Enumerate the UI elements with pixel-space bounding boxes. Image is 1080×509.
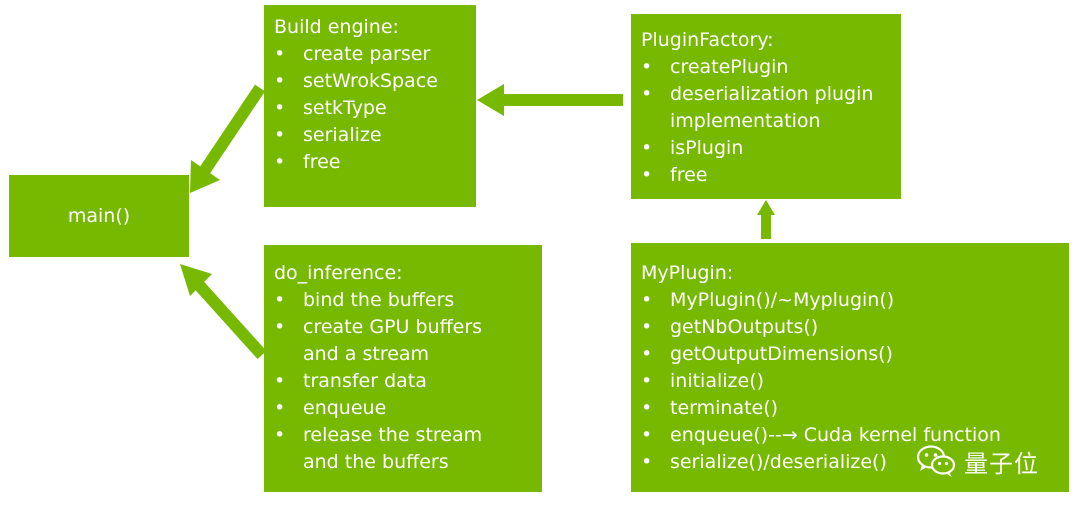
list-item: enqueue()--→ Cuda kernel function bbox=[641, 422, 1059, 449]
list-item: initialize() bbox=[641, 368, 1059, 395]
build-engine-box: Build engine: create parser setWrokSpace… bbox=[264, 5, 476, 207]
list-item: getOutputDimensions() bbox=[641, 341, 1059, 368]
list-item: isPlugin bbox=[641, 135, 891, 162]
my-plugin-box: MyPlugin: MyPlugin()/~Myplugin() getNbOu… bbox=[631, 243, 1069, 492]
list-item-continuation: and a stream bbox=[303, 343, 430, 365]
main-box: main() bbox=[9, 175, 189, 257]
main-label: main() bbox=[67, 205, 131, 227]
my-plugin-list: MyPlugin()/~Myplugin() getNbOutputs() ge… bbox=[641, 287, 1059, 476]
my-plugin-title: MyPlugin: bbox=[641, 262, 734, 284]
list-item: serialize()/deserialize() bbox=[641, 449, 1059, 476]
list-item: deserialization plugin bbox=[641, 81, 891, 108]
plugin-factory-title: PluginFactory: bbox=[641, 29, 774, 51]
wechat-icon bbox=[916, 445, 956, 477]
list-item-continuation: and the buffers bbox=[303, 451, 449, 473]
do-inference-title: do_inference: bbox=[274, 262, 403, 284]
build-engine-list: create parser setWrokSpace setkType seri… bbox=[274, 41, 466, 176]
list-item: MyPlugin()/~Myplugin() bbox=[641, 287, 1059, 314]
list-item: free bbox=[274, 149, 466, 176]
arrow-inference-to-main bbox=[180, 264, 267, 360]
build-engine-title: Build engine: bbox=[274, 16, 399, 38]
arrow-factory-to-build bbox=[477, 84, 623, 116]
list-item: transfer data bbox=[274, 368, 532, 395]
list-item: enqueue bbox=[274, 395, 532, 422]
watermark-text: 量子位 bbox=[964, 449, 1039, 478]
list-item: bind the buffers bbox=[274, 287, 532, 314]
list-item: serialize bbox=[274, 122, 466, 149]
list-item: create parser bbox=[274, 41, 466, 68]
list-item-continuation: implementation bbox=[670, 110, 821, 132]
list-item: create GPU buffers bbox=[274, 314, 532, 341]
list-item: release the stream bbox=[274, 422, 532, 449]
list-item: terminate() bbox=[641, 395, 1059, 422]
list-item: free bbox=[641, 162, 891, 189]
arrow-build-to-main bbox=[190, 84, 265, 193]
plugin-factory-list: createPlugin deserialization plugin impl… bbox=[641, 54, 891, 189]
list-item: setkType bbox=[274, 95, 466, 122]
list-item: createPlugin bbox=[641, 54, 891, 81]
plugin-factory-box: PluginFactory: createPlugin deserializat… bbox=[631, 14, 901, 199]
list-item: getNbOutputs() bbox=[641, 314, 1059, 341]
arrow-plugin-to-factory bbox=[757, 200, 775, 239]
list-item: setWrokSpace bbox=[274, 68, 466, 95]
do-inference-list: bind the buffers create GPU buffers and … bbox=[274, 287, 532, 476]
do-inference-box: do_inference: bind the buffers create GP… bbox=[264, 245, 542, 492]
watermark: 量子位 bbox=[916, 443, 1039, 479]
